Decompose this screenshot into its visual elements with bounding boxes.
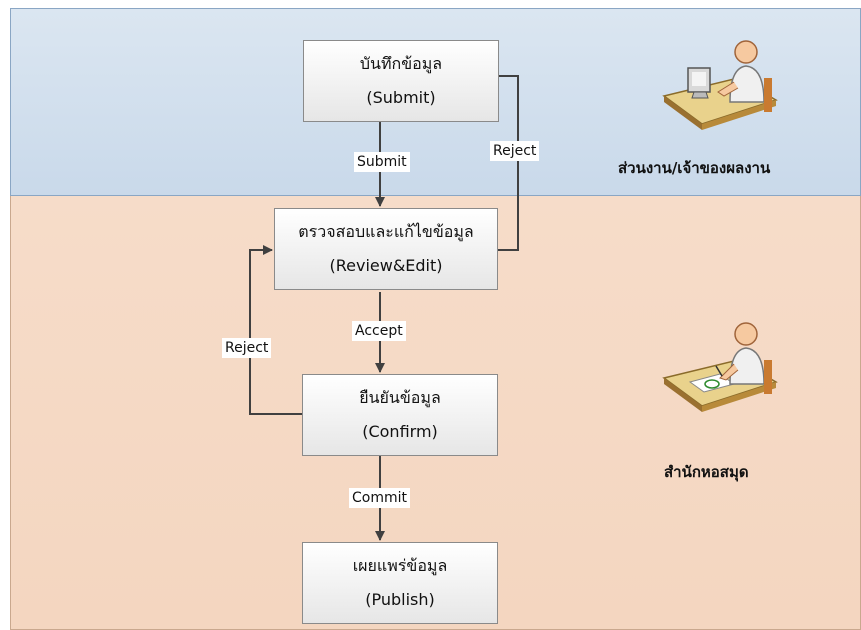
edge-commit-label: Commit [349,488,410,508]
step-publish[interactable]: เผยแพร่ข้อมูล (Publish) [302,542,498,624]
step-publish-subtitle: (Publish) [365,590,435,609]
lane-library-label: สำนักหอสมุด [664,463,749,481]
step-confirm-title: ยืนยันข้อมูล [359,388,441,407]
step-submit-title: บันทึกข้อมูล [359,54,443,73]
step-confirm-subtitle: (Confirm) [362,422,438,441]
step-submit-subtitle: (Submit) [366,88,436,107]
edge-reject-confirm [249,245,302,415]
step-publish-title: เผยแพร่ข้อมูล [352,556,448,575]
edge-submit-label: Submit [354,152,410,172]
user-writing-icon [662,322,778,412]
step-submit[interactable]: บันทึกข้อมูล (Submit) [303,40,499,122]
user-computer-icon [662,40,778,130]
lane-department-label: ส่วนงาน/เจ้าของผลงาน [618,159,771,177]
step-confirm[interactable]: ยืนยันข้อมูล (Confirm) [302,374,498,456]
edge-reject-confirm-label: Reject [222,338,272,358]
step-review-title: ตรวจสอบและแก้ไขข้อมูล [298,222,474,241]
step-review[interactable]: ตรวจสอบและแก้ไขข้อมูล (Review&Edit) [274,208,498,290]
edge-accept-label: Accept [352,321,406,341]
edge-reject-review-label: Reject [490,141,540,161]
step-review-subtitle: (Review&Edit) [329,256,443,275]
